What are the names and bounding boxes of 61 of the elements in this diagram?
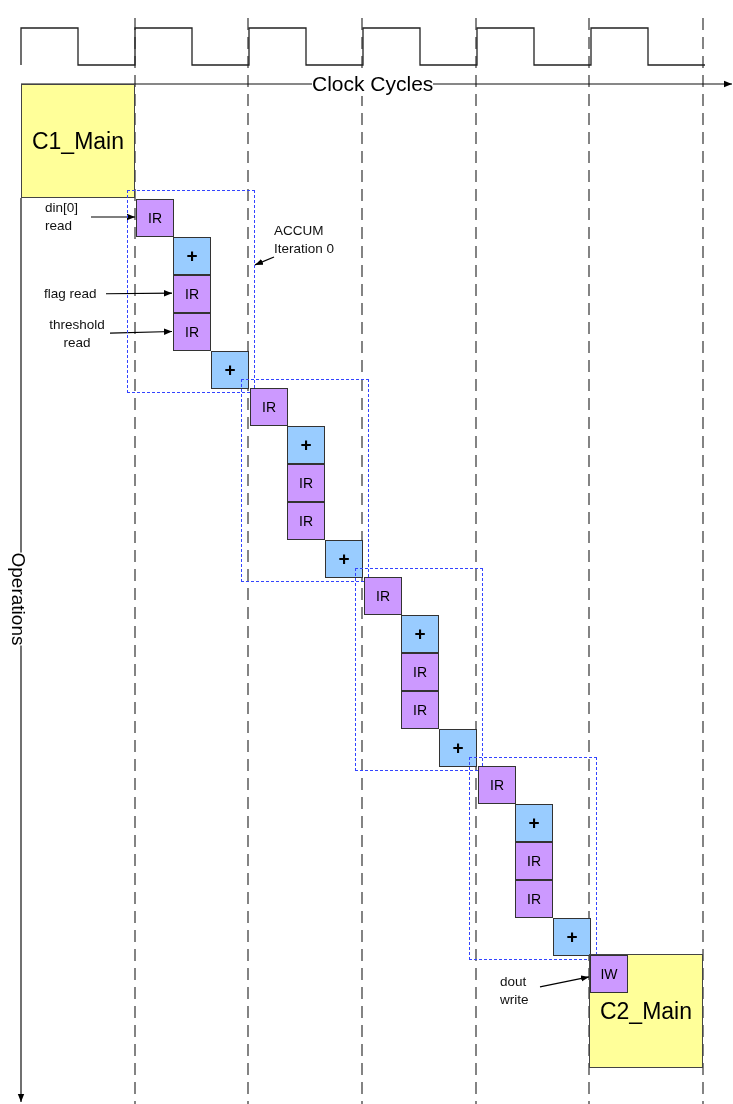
read-operation-cell (515, 842, 553, 880)
read-operation-cell (250, 388, 288, 426)
read-operation-cell (173, 313, 211, 351)
operation-label: IR (299, 475, 313, 491)
operation-label: IR (413, 664, 427, 680)
operation-label: IR (185, 286, 199, 302)
read-operation-cell (287, 502, 325, 540)
operation-label: IR (148, 210, 162, 226)
operation-label: IW (600, 966, 618, 982)
operation-label: IR (527, 891, 541, 907)
annotation-text: ACCUM Iteration 0 (274, 222, 356, 258)
arrow (539, 975, 590, 988)
read-operation-cell (401, 653, 439, 691)
operation-label: + (452, 737, 464, 759)
read-operation-cell (478, 766, 516, 804)
add-operation-cell (401, 615, 439, 653)
axis-label: Clock Cycles (312, 72, 434, 96)
read-operation-cell (364, 577, 402, 615)
component-block (21, 84, 135, 198)
read-operation-cell (136, 199, 174, 237)
read-operation-cell (515, 880, 553, 918)
block-label: C2_Main (599, 997, 692, 1025)
operation-label: IR (185, 324, 199, 340)
operation-label: IR (527, 853, 541, 869)
read-operation-cell (401, 691, 439, 729)
add-operation-cell (173, 237, 211, 275)
block-label: C1_Main (31, 127, 124, 155)
operation-label: IR (299, 513, 313, 529)
operation-label: + (414, 623, 426, 645)
operation-label: + (338, 548, 350, 570)
add-operation-cell (325, 540, 363, 578)
operation-label: + (224, 359, 236, 381)
operation-label: + (528, 812, 540, 834)
operation-label: IR (413, 702, 427, 718)
arrow (105, 290, 173, 297)
add-operation-cell (211, 351, 249, 389)
operation-label: IR (262, 399, 276, 415)
annotation-text: flag read (44, 285, 106, 303)
add-operation-cell (515, 804, 553, 842)
annotation-text: din[0] read (45, 199, 91, 235)
operation-label: + (300, 434, 312, 456)
operation-label: IR (490, 777, 504, 793)
arrow (90, 213, 136, 221)
read-operation-cell (173, 275, 211, 313)
read-operation-cell (287, 464, 325, 502)
arrow (254, 256, 275, 266)
write-operation-cell (590, 955, 628, 993)
operation-label: IR (376, 588, 390, 604)
annotation-text: dout write (500, 973, 540, 1009)
add-operation-cell (553, 918, 591, 956)
add-operation-cell (439, 729, 477, 767)
operation-label: + (186, 245, 198, 267)
operation-label: + (566, 926, 578, 948)
arrow (109, 328, 173, 335)
iteration-region (469, 757, 597, 960)
iteration-region (355, 568, 483, 771)
iteration-region (241, 379, 369, 582)
iteration-region (127, 190, 255, 393)
component-block (589, 954, 703, 1068)
add-operation-cell (287, 426, 325, 464)
annotation-text: threshold read (44, 316, 110, 352)
